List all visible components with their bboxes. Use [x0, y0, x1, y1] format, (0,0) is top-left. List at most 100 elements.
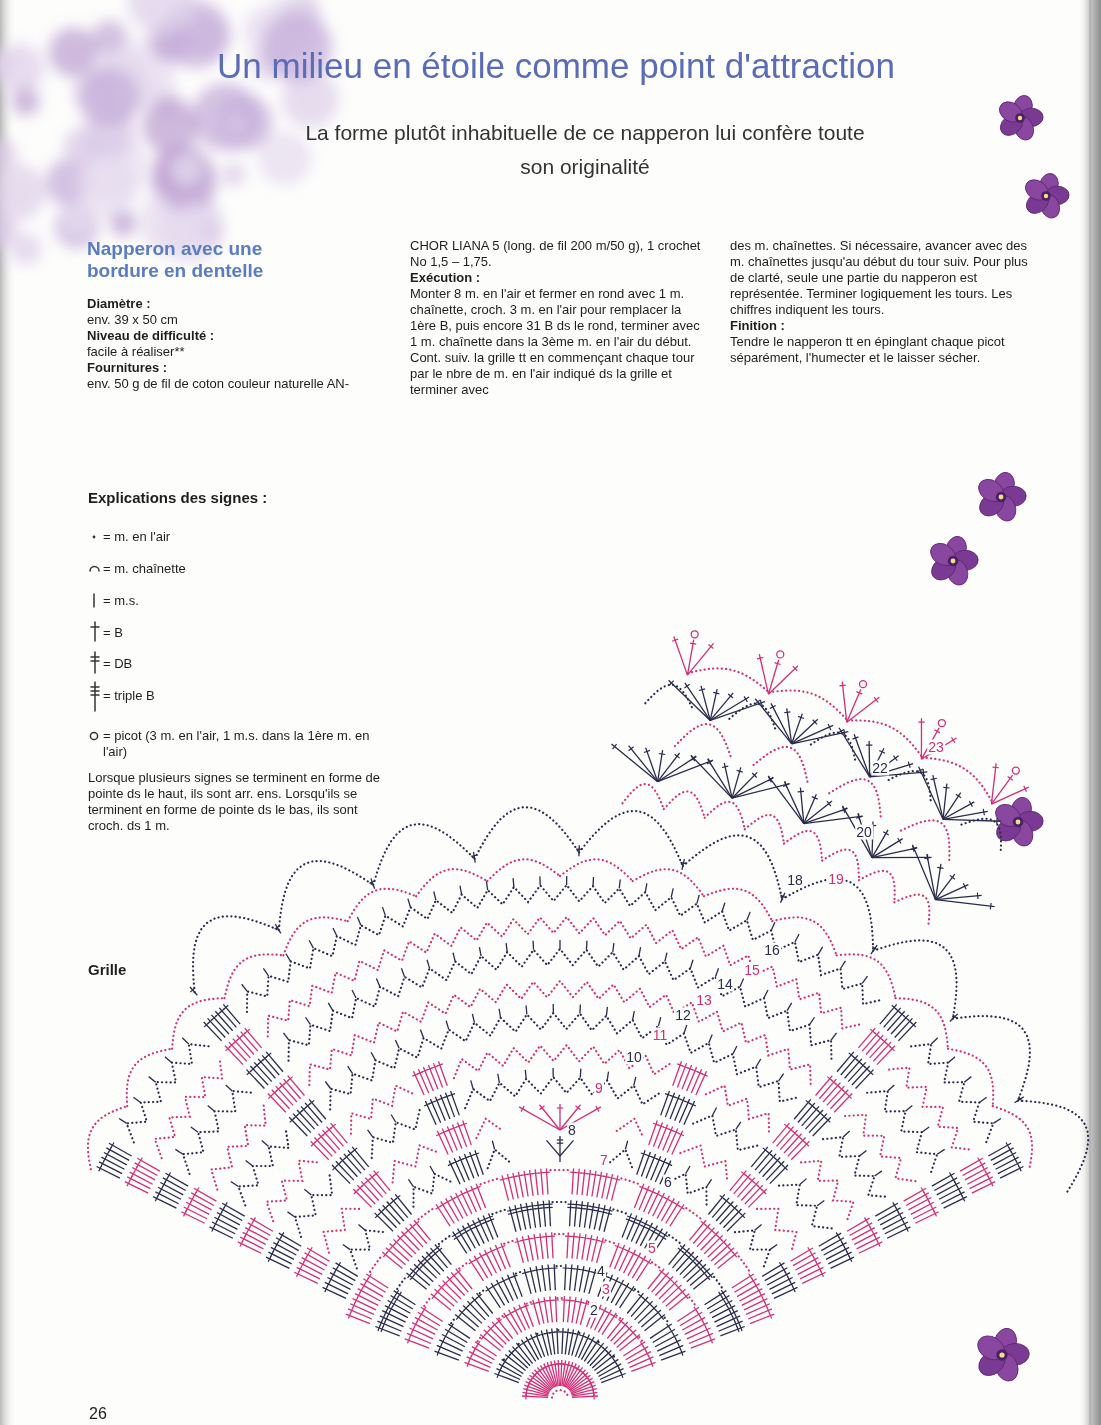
stitch-bar — [535, 1207, 541, 1209]
chain-stitches — [873, 940, 956, 1018]
stitch-symbol — [406, 1273, 426, 1289]
stitch-symbol — [693, 1273, 713, 1289]
picot-symbol — [777, 651, 784, 658]
stitch-symbol — [932, 1173, 955, 1186]
flower-pistil — [951, 559, 956, 564]
stitch-bar — [507, 1210, 513, 1212]
stitch-bar — [492, 1323, 497, 1327]
flower — [996, 93, 1044, 143]
stitch-bar — [678, 1248, 683, 1252]
stitch-bar — [489, 1250, 495, 1253]
stitch-bar — [918, 722, 924, 723]
page-title: Un milieu en étoile comme point d'attrac… — [217, 46, 895, 86]
chain-symbol — [93, 536, 96, 539]
stitch-bar — [534, 1270, 540, 1271]
stitch-bar — [309, 1100, 314, 1104]
stitch-bar — [675, 754, 680, 758]
number-anchor: 6 — [668, 1180, 678, 1198]
stitch-symbol — [473, 852, 475, 863]
stitch-symbol — [821, 1238, 844, 1251]
stitch-bar — [674, 1203, 679, 1206]
flower-center — [996, 492, 1007, 503]
chain-stitches — [560, 859, 633, 881]
stitch-symbol — [732, 1274, 754, 1288]
round-number: 10 — [625, 1050, 643, 1065]
stitch-bar — [905, 1226, 908, 1232]
stitch-bar — [439, 1285, 443, 1290]
stitch-bar — [553, 1299, 559, 1300]
stitch-bar — [684, 1249, 689, 1253]
stitch-bar — [838, 729, 843, 732]
stitch-symbol — [854, 1232, 877, 1244]
stitch-symbol — [158, 1187, 181, 1199]
stitch-bar — [770, 705, 776, 708]
chain-stitches — [350, 1230, 385, 1268]
stitch-bar — [645, 1188, 651, 1190]
chain-stitches — [481, 1178, 499, 1184]
stitch-symbol — [191, 1127, 198, 1132]
stitch-bar — [417, 1317, 420, 1323]
flower-pistil — [999, 1352, 1004, 1357]
stitch-bar — [538, 1172, 544, 1174]
stitch-bar — [464, 1306, 468, 1311]
stitch-symbol — [368, 1130, 373, 1137]
stitch-bar — [670, 1200, 676, 1203]
stitch-bar — [447, 1277, 452, 1281]
stitch-bar — [414, 1271, 418, 1276]
stitch-bar — [478, 1223, 484, 1226]
stitch-bar — [456, 1270, 461, 1274]
stitch-symbol — [421, 1307, 443, 1321]
stitch-symbol — [765, 1268, 788, 1281]
stitch-symbol — [943, 793, 961, 820]
stitch-bar — [411, 1269, 415, 1274]
stitch-symbol — [708, 759, 732, 798]
stitch-symbol — [748, 1189, 766, 1207]
flower-pistil — [1018, 116, 1022, 120]
stitch-symbol — [739, 1289, 762, 1301]
stitch-symbol — [631, 1297, 648, 1317]
stitch-bar — [693, 1257, 698, 1261]
stitch-symbol — [415, 1317, 438, 1330]
stitch-bar — [410, 1225, 415, 1229]
chain-stitches — [393, 1145, 440, 1182]
legend-text: = B — [103, 625, 375, 641]
round-number: 19 — [827, 872, 845, 887]
flower-center — [1041, 191, 1051, 201]
stitch-bar — [643, 1346, 646, 1352]
stitch-symbol — [443, 1281, 461, 1299]
legend-text: = m. en l'air — [103, 529, 375, 545]
stitch-symbol — [307, 1248, 329, 1261]
stitch-symbol — [810, 1017, 815, 1024]
stitch-symbol — [645, 1315, 665, 1331]
stitch-symbol — [669, 680, 711, 720]
stitch-bar — [705, 1225, 710, 1229]
stitch-bar — [567, 1300, 573, 1302]
chain-stitches — [324, 1209, 364, 1253]
lilac-blossom — [142, 98, 198, 154]
stitch-bar — [410, 1332, 412, 1338]
stitch-bar — [733, 1310, 736, 1316]
stitch-symbol — [734, 1174, 751, 1194]
stitch-bar — [337, 1262, 340, 1267]
stitch-bar — [702, 1074, 708, 1077]
chain-stitches — [155, 1058, 222, 1158]
chain-stitches — [454, 1045, 671, 1078]
stitch-bar — [740, 1325, 742, 1331]
stitch-symbol — [804, 816, 863, 823]
stitch-bar — [505, 1177, 511, 1178]
stitch-bar — [911, 847, 917, 849]
stitch-bar — [380, 1320, 382, 1326]
stitch-bar — [755, 1283, 758, 1289]
stitch-bar — [531, 1237, 537, 1238]
stitch-bar — [684, 1294, 688, 1299]
chain-stitches — [953, 1016, 1030, 1100]
stitch-bar — [508, 1312, 514, 1315]
stitch-symbol — [358, 1289, 381, 1301]
chain-stitches — [504, 1357, 506, 1360]
stitch-symbol — [453, 1232, 467, 1254]
triple-treble-symbol — [91, 682, 99, 711]
stitch-symbol — [512, 878, 514, 887]
stitch-bar — [576, 1106, 581, 1110]
stitch-symbol — [369, 1174, 386, 1194]
stitch-bar — [395, 1195, 400, 1199]
